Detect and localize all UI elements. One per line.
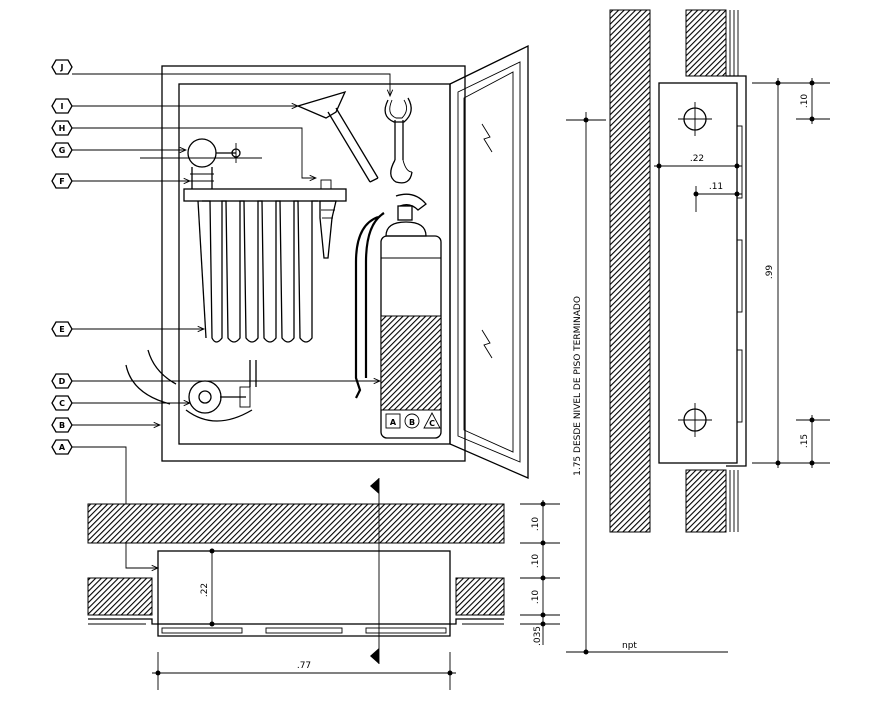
- svg-text:D: D: [59, 377, 66, 386]
- dim-height-99: .99: [765, 265, 775, 280]
- wall-section-right: [455, 577, 505, 616]
- plan-view: .22 .77 .10 .10 .10 .035: [87, 478, 560, 690]
- hose-rack-shelf: [183, 179, 347, 202]
- side-section: 1.75 DESDE NIVEL DE PISO TERMINADO npt .: [566, 9, 830, 655]
- folded-hose-icon: [197, 200, 337, 343]
- callout-tags: J I H G F: [51, 59, 390, 568]
- class-c-symbol: [423, 412, 441, 429]
- callout-g: G: [51, 142, 186, 158]
- svg-text:J: J: [60, 63, 64, 72]
- class-b-label: B: [409, 418, 415, 427]
- extinguisher-label-band: [380, 315, 442, 411]
- angle-valve-icon: [140, 138, 262, 189]
- dim-plan-10-a: .10: [531, 517, 541, 532]
- svg-text:I: I: [61, 102, 64, 111]
- wall-section-left: [87, 577, 153, 616]
- fire-extinguisher-icon: A B C: [354, 193, 442, 439]
- callout-f: F: [51, 173, 190, 189]
- glass-reflection-icon: [481, 329, 493, 359]
- hook-wrench-icon: [384, 97, 413, 184]
- hose-reel-valve-icon: [125, 349, 257, 422]
- section-arrow-top-icon: [370, 478, 379, 494]
- class-a-label: A: [390, 418, 397, 427]
- wall-block-top: [685, 9, 727, 77]
- glass-reflection-icon: [481, 123, 493, 153]
- callout-e: E: [51, 321, 204, 337]
- callout-c: C: [51, 395, 190, 411]
- dim-depth-22: .22: [690, 154, 704, 164]
- class-c-label: C: [429, 419, 435, 428]
- callout-i: I: [51, 98, 298, 114]
- cabinet-door: [449, 44, 529, 479]
- callout-h: H: [51, 120, 316, 178]
- dim-plan-77: .77: [297, 661, 311, 671]
- dim-plan-22: .22: [200, 583, 210, 597]
- class-a-symbol: [385, 413, 401, 429]
- dim-offset-10: .10: [800, 94, 810, 109]
- svg-text:H: H: [59, 124, 66, 133]
- dim-offset-15: .15: [800, 434, 810, 448]
- svg-text:A: A: [59, 443, 66, 452]
- svg-text:C: C: [59, 399, 65, 408]
- callout-b: B: [51, 417, 160, 433]
- wall-section-top: [87, 503, 505, 544]
- class-b-symbol: [404, 413, 420, 429]
- front-elevation: A B C J: [51, 44, 529, 568]
- svg-text:E: E: [59, 325, 64, 334]
- svg-text:B: B: [59, 421, 65, 430]
- callout-d: D: [51, 373, 380, 389]
- svg-text:F: F: [59, 177, 64, 186]
- dim-plan-035: .035: [533, 626, 543, 646]
- floor-label: npt: [622, 641, 637, 651]
- section-arrow-bottom-icon: [370, 648, 379, 664]
- cabinet-plan-body: [157, 550, 451, 625]
- cabinet-frame: [161, 65, 466, 462]
- svg-text:G: G: [59, 146, 66, 155]
- wall-side-section: [609, 9, 651, 533]
- callout-j: J: [51, 59, 390, 96]
- dim-plan-10-c: .10: [531, 590, 541, 605]
- wall-block-bottom: [685, 469, 727, 533]
- dim-depth-11: .11: [709, 182, 723, 192]
- cabinet-side-body: [658, 82, 738, 464]
- dim-plan-10-b: .10: [531, 554, 541, 569]
- axe-icon: [296, 90, 379, 183]
- dim-mount-height: 1.75 DESDE NIVEL DE PISO TERMINADO: [573, 296, 583, 476]
